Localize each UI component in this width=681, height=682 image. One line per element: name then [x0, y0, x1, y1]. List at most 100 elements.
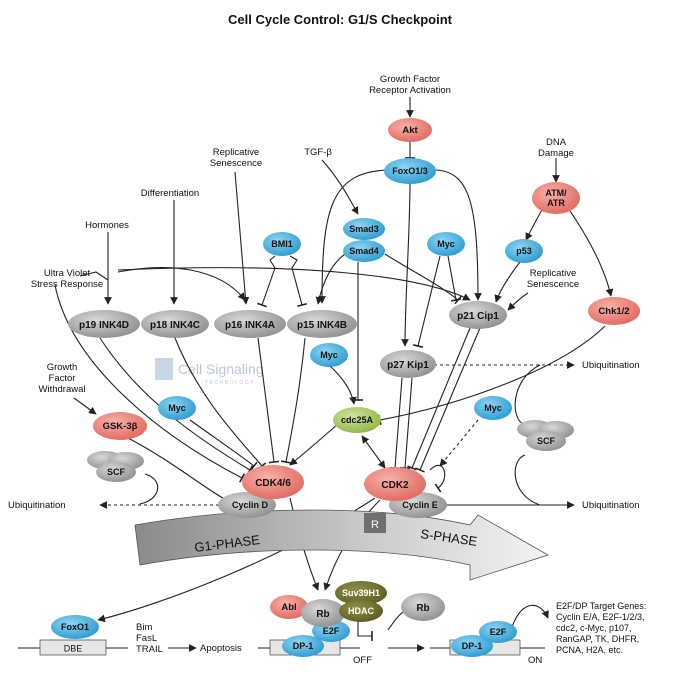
smad4-label: Smad4 — [349, 246, 379, 256]
p16-label: p16 INK4A — [225, 320, 275, 331]
watermark-logo-icon — [155, 358, 173, 380]
node-dp1-off[interactable]: DP-1 — [282, 635, 324, 657]
off-label: OFF — [353, 655, 372, 666]
node-p19[interactable]: p19 INK4D — [68, 310, 140, 338]
target-genes-line-1: E2F/DP Target Genes: — [556, 601, 646, 611]
node-p53[interactable]: p53 — [505, 239, 543, 263]
dna-damage-label-2: Damage — [538, 148, 574, 159]
hormones-label: Hormones — [85, 220, 129, 231]
dbe-box — [39, 639, 107, 656]
node-atm-atr[interactable]: ATM/ ATR — [532, 182, 580, 214]
target-genes-line-3: cdc2, c-Myc, p107, — [556, 623, 632, 633]
cyclin-d-label: Cyclin D — [232, 500, 269, 510]
dbe-label: DBE — [64, 644, 83, 654]
cdk2-label: CDK2 — [381, 480, 409, 491]
gf-withdrawal-label-2: Factor — [49, 373, 76, 384]
p21-label: p21 Cip1 — [457, 311, 499, 322]
scf-right-label: SCF — [537, 436, 556, 446]
r-box — [364, 513, 386, 533]
node-suv39h1[interactable]: Suv39H1 — [335, 581, 387, 605]
p53-label: p53 — [516, 246, 532, 256]
node-scf-right[interactable]: SCF — [517, 420, 574, 451]
scf-left-label: SCF — [107, 467, 126, 477]
p19-label: p19 INK4D — [79, 320, 129, 331]
growth-factor-label-2: Receptor Activation — [369, 85, 451, 96]
bim-label: Bim — [136, 622, 152, 633]
trail-label: TRAIL — [136, 644, 163, 655]
dp1-on-label: DP-1 — [462, 641, 483, 651]
smad3-label: Smad3 — [349, 224, 379, 234]
node-p18[interactable]: p18 INK4C — [141, 310, 209, 338]
rep-sen-right-label-2: Senescence — [527, 279, 579, 290]
connectors — [54, 97, 614, 652]
node-myc-mid[interactable]: Myc — [310, 343, 348, 367]
growth-factor-label-1: Growth Factor — [380, 74, 440, 85]
ubiquitination-right-bottom: Ubiquitination — [582, 500, 640, 511]
cdk46-label: CDK4/6 — [255, 478, 291, 489]
node-myc-top[interactable]: Myc — [427, 232, 465, 256]
foxo1-label: FoxO1 — [61, 622, 89, 632]
node-abl[interactable]: Abl — [270, 595, 308, 619]
node-p21[interactable]: p21 Cip1 — [449, 301, 507, 329]
uv-label-1: Ultra Violet — [44, 268, 91, 279]
node-cdk46[interactable]: CDK4/6 — [242, 465, 304, 499]
foxo13-label: FoxO1/3 — [392, 166, 428, 176]
node-foxo13[interactable]: FoxO1/3 — [384, 158, 436, 184]
rb-bound-label: Rb — [316, 609, 329, 620]
node-akt[interactable]: Akt — [388, 118, 432, 142]
akt-label: Akt — [402, 125, 418, 136]
node-rb-bound[interactable]: Rb — [301, 599, 345, 627]
node-chk12[interactable]: Chk1/2 — [588, 297, 640, 325]
chk12-label: Chk1/2 — [598, 306, 629, 317]
node-scf-left[interactable]: SCF — [87, 451, 144, 482]
cyclin-e-label: Cyclin E — [402, 500, 438, 510]
node-myc-right[interactable]: Myc — [474, 396, 512, 420]
p15-label: p15 INK4B — [297, 320, 347, 331]
node-myc-left[interactable]: Myc — [158, 396, 196, 420]
uv-label-2: Stress Response — [31, 279, 103, 290]
differentiation-label: Differentiation — [141, 188, 199, 199]
node-gsk3b[interactable]: GSK-3β — [93, 412, 147, 440]
watermark-sub: TECHNOLOGY — [205, 380, 255, 386]
node-hdac[interactable]: HDAC — [339, 600, 383, 622]
atm-label-2: ATR — [547, 198, 565, 208]
tgf-label: TGF-β — [304, 147, 332, 158]
abl-label: Abl — [281, 602, 296, 613]
node-dp1-on[interactable]: DP-1 — [451, 635, 493, 657]
node-cdk2[interactable]: CDK2 — [364, 467, 426, 501]
target-genes-line-4: RanGAP, TK, DHFR, — [556, 634, 639, 644]
node-smad3[interactable]: Smad3 — [343, 218, 385, 240]
rep-sen-left-label-2: Senescence — [210, 158, 262, 169]
node-bmi1[interactable]: BMI1 — [263, 232, 301, 256]
e2f-off-label: E2F — [323, 626, 340, 636]
phase-r: R — [371, 519, 379, 531]
node-p27[interactable]: p27 Kip1 — [380, 350, 436, 378]
p18-label: p18 INK4C — [150, 320, 200, 331]
p27-label: p27 Kip1 — [387, 360, 429, 371]
node-rb-free[interactable]: Rb — [401, 593, 445, 621]
atm-label-1: ATM/ — [545, 188, 567, 198]
myc-mid-label: Myc — [320, 350, 338, 360]
node-e2f-on[interactable]: E2F — [479, 621, 517, 643]
node-p15[interactable]: p15 INK4B — [287, 310, 357, 338]
apoptosis-label: Apoptosis — [200, 643, 242, 654]
node-foxo1[interactable]: FoxO1 — [51, 615, 99, 639]
ubiquitination-right-mid: Ubiquitination — [582, 360, 640, 371]
gf-withdrawal-label-1: Growth — [47, 362, 78, 373]
rep-sen-left-label-1: Replicative — [213, 147, 259, 158]
node-cyclin-d[interactable]: Cyclin D — [218, 492, 276, 518]
target-genes-line-5: PCNA, H2A, etc. — [556, 645, 623, 655]
dp1-off-label: DP-1 — [293, 641, 314, 651]
e2f-on-label: E2F — [490, 627, 507, 637]
labels: Growth Factor Receptor Activation DNA Da… — [8, 74, 646, 666]
node-cdc25a[interactable]: cdc25A — [333, 407, 381, 433]
myc-right-label: Myc — [484, 403, 502, 413]
ubiquitination-left: Ubiquitination — [8, 500, 66, 511]
node-smad4[interactable]: Smad4 — [343, 240, 385, 262]
watermark-brand: Cell Signaling — [178, 361, 264, 377]
dna-damage-label-1: DNA — [546, 137, 567, 148]
watermark: Cell Signaling TECHNOLOGY — [155, 358, 264, 386]
node-p16[interactable]: p16 INK4A — [214, 310, 286, 338]
page-title: Cell Cycle Control: G1/S Checkpoint — [228, 12, 453, 27]
